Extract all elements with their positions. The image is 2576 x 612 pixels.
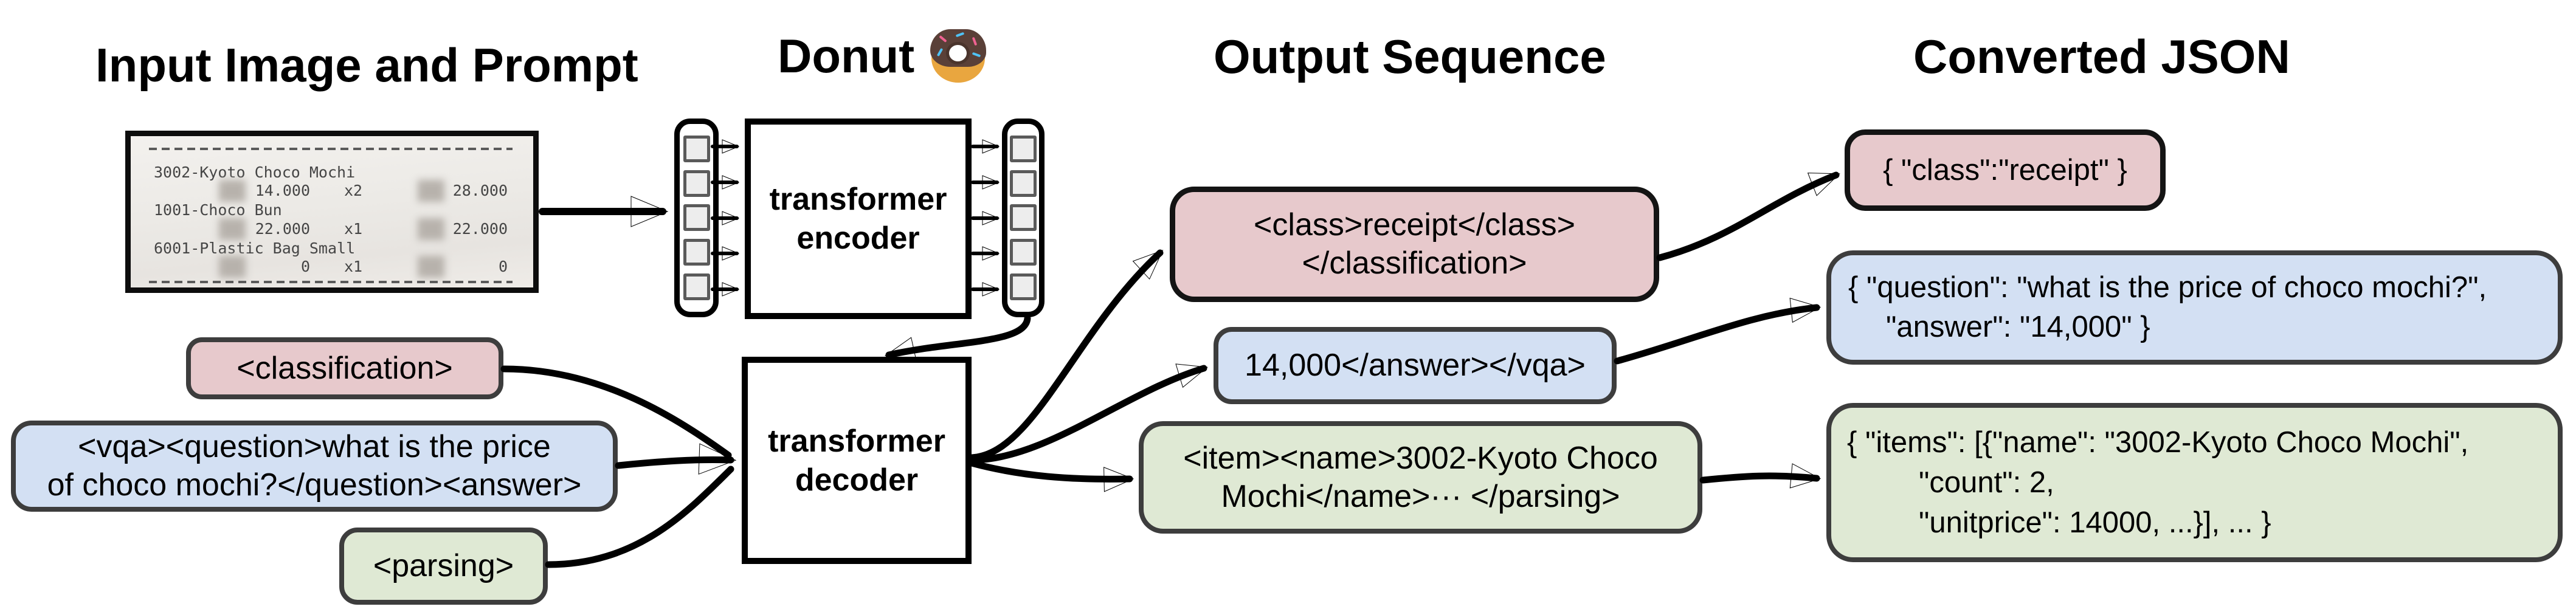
- converted-json-column-title: Converted JSON: [1913, 30, 2290, 83]
- receipt-total: 28.000: [452, 182, 508, 199]
- prompt-parsing-box: <parsing>: [339, 528, 548, 605]
- patch-token: [683, 170, 710, 197]
- json-vqa-line2: "answer": "14,000" }: [1886, 311, 2150, 343]
- patch-token: [683, 273, 710, 301]
- json-vqa-box: { "question": "what is the price of choc…: [1826, 250, 2563, 365]
- output-column-title: Output Sequence: [1214, 30, 1606, 83]
- output-classification-line2: </classification>: [1302, 246, 1527, 281]
- receipt-item-name: 1001-Choco Bun: [154, 201, 282, 219]
- prompt-classification-text: <classification>: [237, 350, 453, 386]
- patch-token: [1010, 135, 1037, 162]
- decoder-label-line1: transformer: [768, 423, 945, 459]
- json-vqa-line1: { "question": "what is the price of choc…: [1848, 271, 2487, 304]
- redaction-blur: [418, 218, 444, 240]
- patch-token: [683, 135, 710, 162]
- receipt-unit-price: 22.000: [255, 220, 310, 238]
- receipt-qty: x1: [344, 220, 363, 238]
- input-receipt-image: 3002-Kyoto Choco Mochi 14.000 x2 28.000 …: [125, 131, 539, 293]
- model-title: Donut: [778, 29, 987, 83]
- json-parsing-line3: "unitprice": 14000, ...}], ... }: [1919, 506, 2271, 539]
- prompt-vqa-line1: <vqa><question>what is the price: [78, 429, 551, 464]
- receipt-item-name: 6001-Plastic Bag Small: [154, 239, 356, 257]
- encoder-output-embeddings: [1002, 119, 1045, 317]
- redaction-blur: [418, 256, 444, 278]
- json-parsing-box: { "items": [{"name": "3002-Kyoto Choco M…: [1826, 403, 2563, 562]
- redaction-blur: [219, 256, 246, 278]
- receipt-item-price-row: 22.000 x1 22.000: [131, 218, 533, 240]
- receipt-total: 0: [498, 258, 508, 275]
- prompt-parsing-text: <parsing>: [373, 548, 514, 583]
- receipt-unit-price: 14.000: [255, 182, 310, 199]
- redaction-blur: [219, 218, 246, 240]
- arrow-vqa-output-to-json: [1614, 297, 1822, 365]
- prompt-vqa-box: <vqa><question>what is the price of choc…: [11, 421, 618, 512]
- model-title-label: Donut: [778, 29, 915, 83]
- donut-emoji-icon: [930, 29, 987, 83]
- transformer-decoder-block: transformer decoder: [742, 357, 972, 564]
- output-parsing-line2: Mochi</name>··· </parsing>: [1221, 478, 1620, 514]
- input-column-title: Input Image and Prompt: [95, 38, 638, 92]
- arrow-decoder-to-classification-output: [968, 249, 1164, 461]
- encoder-label-line1: transformer: [769, 182, 947, 217]
- receipt-qty: x2: [344, 182, 363, 199]
- json-parsing-line1: { "items": [{"name": "3002-Kyoto Choco M…: [1847, 426, 2469, 459]
- patch-token: [1010, 273, 1037, 301]
- receipt-divider: [149, 281, 513, 283]
- arrow-classification-output-to-json: [1656, 171, 1840, 261]
- patch-token: [1010, 204, 1037, 232]
- receipt-qty: x1: [344, 258, 363, 275]
- json-classification-box: { "class":"receipt" }: [1845, 129, 2166, 211]
- encoder-input-patches: [674, 119, 719, 317]
- arrow-parsing-output-to-json: [1699, 463, 1822, 489]
- output-classification-line1: <class>receipt</class>: [1254, 207, 1575, 242]
- patch-token: [1010, 239, 1037, 266]
- output-parsing-line1: <item><name>3002-Kyoto Choco: [1183, 440, 1658, 476]
- patch-token: [683, 204, 710, 232]
- receipt-item-price-row: 14.000 x2 28.000: [131, 180, 533, 202]
- arrow-embeddings-to-decoder: [884, 315, 1031, 362]
- arrow-decoder-to-parsing-output: [968, 459, 1134, 492]
- receipt-divider: [149, 148, 513, 150]
- output-vqa-box: 14,000</answer></vqa>: [1214, 327, 1617, 404]
- patch-token: [683, 239, 710, 266]
- transformer-encoder-block: transformer encoder: [745, 119, 972, 319]
- arrow-vqa-prompt-to-decoder: [615, 443, 737, 475]
- prompt-vqa-line2: of choco mochi?</question><answer>: [47, 467, 582, 503]
- redaction-blur: [219, 180, 246, 202]
- patch-token: [1010, 170, 1037, 197]
- json-classification-line1: { "class":"receipt" }: [1883, 153, 2127, 187]
- encoder-label-line2: encoder: [796, 221, 920, 256]
- output-classification-box: <class>receipt</class> </classification>: [1170, 187, 1659, 302]
- receipt-item-price-row: 0 x1 0: [131, 256, 533, 278]
- output-parsing-box: <item><name>3002-Kyoto Choco Mochi</name…: [1139, 421, 1702, 534]
- json-parsing-line2: "count": 2,: [1919, 466, 2054, 499]
- output-vqa-text: 14,000</answer></vqa>: [1245, 348, 1586, 383]
- receipt-total: 22.000: [452, 220, 508, 238]
- prompt-classification-box: <classification>: [186, 337, 503, 399]
- receipt-unit-price: 0: [300, 258, 310, 275]
- redaction-blur: [418, 180, 444, 202]
- receipt-item-name: 3002-Kyoto Choco Mochi: [154, 163, 356, 181]
- decoder-label-line2: decoder: [795, 462, 919, 498]
